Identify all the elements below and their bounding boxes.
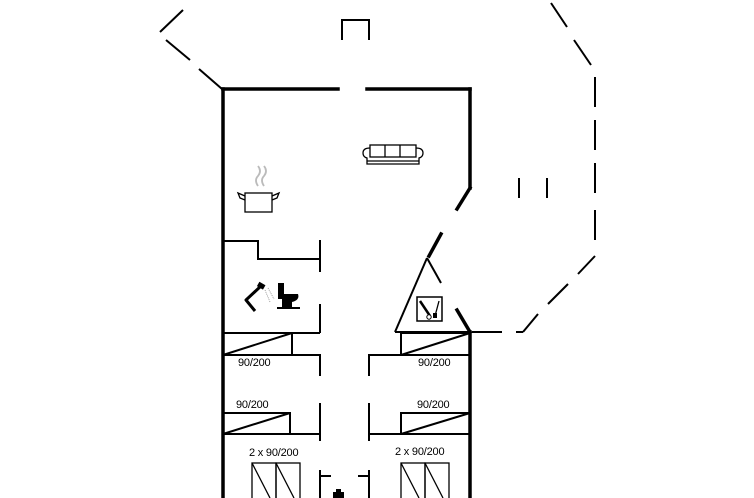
- bed-label-bedroom-2: 90/200: [418, 357, 451, 369]
- terrace-outline: [159, 2, 596, 333]
- stove-icon: [333, 489, 344, 498]
- bunk-beds-left: [251, 462, 301, 498]
- toilet-icon: [277, 283, 300, 309]
- kitchen-pot-icon: [236, 165, 281, 213]
- shower-icon: [244, 281, 275, 312]
- utility-room-icon: [416, 296, 443, 322]
- chimney-marker: [341, 19, 370, 40]
- bed-label-bedroom-5: 2 x 90/200: [249, 447, 299, 459]
- sofa-icon: [362, 144, 424, 165]
- exterior-walls: [221, 87, 473, 498]
- bed-label-bedroom-3: 90/200: [236, 399, 269, 411]
- left-bedroom-walls: [222, 332, 321, 441]
- bed-label-bedroom-4: 90/200: [417, 399, 450, 411]
- bunk-beds-right: [400, 462, 450, 498]
- lower-hallway: [319, 470, 370, 498]
- bathroom-walls: [223, 240, 321, 334]
- right-bedroom-walls: [368, 332, 471, 441]
- bed-label-bedroom-6: 2 x 90/200: [395, 446, 445, 458]
- bed-label-bedroom-1: 90/200: [238, 357, 271, 369]
